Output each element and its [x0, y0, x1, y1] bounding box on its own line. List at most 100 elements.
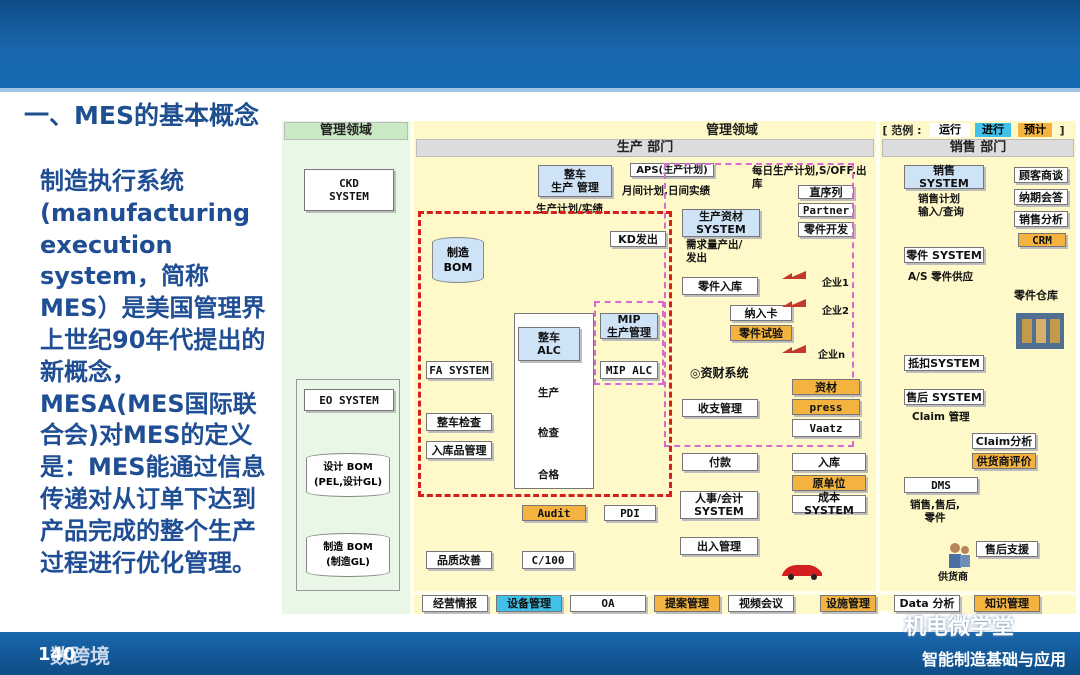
- dms-box: DMS: [904, 477, 978, 493]
- parts-warehouse-label: 零件仓库: [1014, 289, 1058, 302]
- slide-title: 一、MES的基本概念: [24, 101, 259, 130]
- legend-running: 运行: [930, 123, 970, 137]
- left-header: 管理领域: [319, 123, 372, 138]
- eo-system: EO SYSTEM: [304, 389, 394, 411]
- material-pink-frame: [664, 163, 854, 447]
- kd-box: KD发出: [610, 231, 666, 247]
- bottom-item-0: 经营情报: [422, 595, 488, 612]
- firmn: 企业n: [818, 350, 846, 361]
- inspect-label: 检查: [538, 427, 559, 439]
- pass-label: 合格: [538, 469, 559, 481]
- bottom-item-6: Data 分析: [894, 595, 960, 612]
- supplier-eval: 供货商评价: [972, 453, 1036, 469]
- bottom-item-7: 知识管理: [974, 595, 1040, 612]
- header-band: [0, 0, 1080, 92]
- parts-test-box: 零件试验: [730, 325, 792, 341]
- produce-label: 生产: [538, 387, 559, 399]
- people-icon: [949, 543, 970, 568]
- bottom-item-3: 提案管理: [654, 595, 720, 612]
- mip-mgmt: MIP 生产管理: [600, 313, 658, 339]
- quality-box: 品质改善: [426, 551, 492, 569]
- daily-label: 每日生产计划,S/OFF,出库: [752, 165, 867, 190]
- c100-box: C/100: [522, 551, 574, 569]
- vehicle-plan: 整车 生产 管理: [538, 165, 612, 197]
- receipt-mgmt: 收支管理: [682, 399, 758, 417]
- parts-in-box: 零件入库: [682, 277, 758, 295]
- press-box: press: [792, 399, 860, 415]
- demand-label: 需求量产出/ 发出: [686, 239, 743, 264]
- firm2: 企业2: [822, 306, 849, 317]
- vaatz-box: Vaatz: [792, 419, 860, 437]
- warehouse-icon: [1016, 313, 1064, 349]
- customer-box: 顾客商谈: [1014, 167, 1068, 183]
- ckd-system: CKD SYSTEM: [304, 169, 394, 211]
- bottom-item-4: 视频会议: [728, 595, 794, 612]
- mortgage-system: 抵扣SYSTEM: [904, 355, 984, 371]
- factory-icons: [782, 271, 806, 353]
- footer-band: [0, 632, 1080, 675]
- eo-group: [296, 379, 400, 591]
- audit-box: Audit: [522, 505, 586, 521]
- sequence-box: 直序列: [798, 185, 854, 199]
- warehouse-mgmt: 入库品管理: [426, 441, 492, 459]
- watermark: 机电微学堂: [904, 615, 1015, 640]
- mes-red-frame: [418, 211, 672, 497]
- mid-header: 管理领域: [705, 123, 758, 138]
- pdi-box: PDI: [604, 505, 656, 521]
- footer-logo-text: 数跨境: [50, 644, 110, 668]
- order-box: 纳期会答: [1014, 189, 1068, 205]
- as-supply-label: A/S 零件供应: [908, 271, 974, 283]
- supplier-label: 供货商: [938, 572, 968, 583]
- vehicle-check: 整车检查: [426, 413, 492, 431]
- sales-plan-label: 销售计划 输入/查询: [918, 193, 964, 218]
- legend-in-progress: 进行: [975, 123, 1011, 137]
- claim-mgmt-label: Claim 管理: [912, 411, 970, 423]
- bottom-item-2: OA: [570, 595, 646, 612]
- car-icon: [782, 565, 822, 580]
- mfg-bom-left: 制造 BOM (制造GL): [306, 533, 390, 577]
- design-bom: 设计 BOM (PEL,设计GL): [306, 453, 390, 497]
- vehicle-alc: 整车 ALC: [518, 327, 580, 361]
- legend-planned: 预计: [1018, 123, 1052, 137]
- bottom-item-5: 设施管理: [820, 595, 876, 612]
- payment-box: 付款: [682, 453, 758, 471]
- sales-dept: 销售 部门: [949, 140, 1007, 155]
- wechat-icon: [877, 610, 898, 628]
- after-support: 售后支援: [976, 541, 1038, 557]
- monthly-label: 月间计划,日间实绩: [622, 185, 710, 197]
- mfg-bom-cylinder: 制造 BOM: [432, 237, 484, 283]
- stock-in-box: 入库: [792, 453, 866, 471]
- mip-pink-frame: [594, 301, 664, 385]
- crm-box: CRM: [1018, 233, 1066, 247]
- production-header-bar: [416, 139, 874, 157]
- legend-end: ]: [1059, 124, 1065, 137]
- sales-header-bar: [882, 139, 1074, 157]
- cost-system: 成本 SYSTEM: [792, 491, 866, 517]
- analysis-box: 销售分析: [1014, 211, 1068, 227]
- in-out-mgmt: 出入管理: [680, 537, 758, 555]
- header-stripe: [0, 88, 1080, 92]
- aftersales-system: 售后 SYSTEM: [904, 389, 984, 405]
- hr-box: 人事/会计 SYSTEM: [680, 491, 758, 519]
- cost-unit-box: 原单位: [792, 475, 866, 491]
- bottom-item-1: 设备管理: [496, 595, 562, 612]
- partner-box: Partner: [798, 203, 854, 217]
- parts-dev-box: 零件开发: [798, 222, 854, 237]
- zicai-box: 资材: [792, 379, 860, 395]
- fa-system: FA SYSTEM: [426, 361, 492, 379]
- page-number: 140: [38, 644, 76, 665]
- kanban-box: 纳入卡: [730, 305, 792, 321]
- firm1: 企业1: [822, 278, 849, 289]
- production-dept: 生产 部门: [616, 140, 674, 155]
- footer-logo: 数跨境: [10, 640, 110, 669]
- footer-caption: 智能制造基础与应用: [921, 650, 1066, 669]
- sales-system: 销售 SYSTEM: [904, 164, 984, 190]
- material-system-label: ◎资财系统: [690, 366, 749, 380]
- left-header-bar: [284, 122, 408, 140]
- claim-analysis: Claim分析: [972, 433, 1036, 449]
- body-text: 制造执行系统(manufacturing execution system，简称…: [40, 167, 266, 577]
- material-system: 生产资材 SYSTEM: [682, 209, 760, 237]
- mip-alc: MIP ALC: [600, 361, 658, 379]
- dms-desc: 销售,售后, 零件: [910, 499, 960, 524]
- parts-system: 零件 SYSTEM: [904, 247, 984, 263]
